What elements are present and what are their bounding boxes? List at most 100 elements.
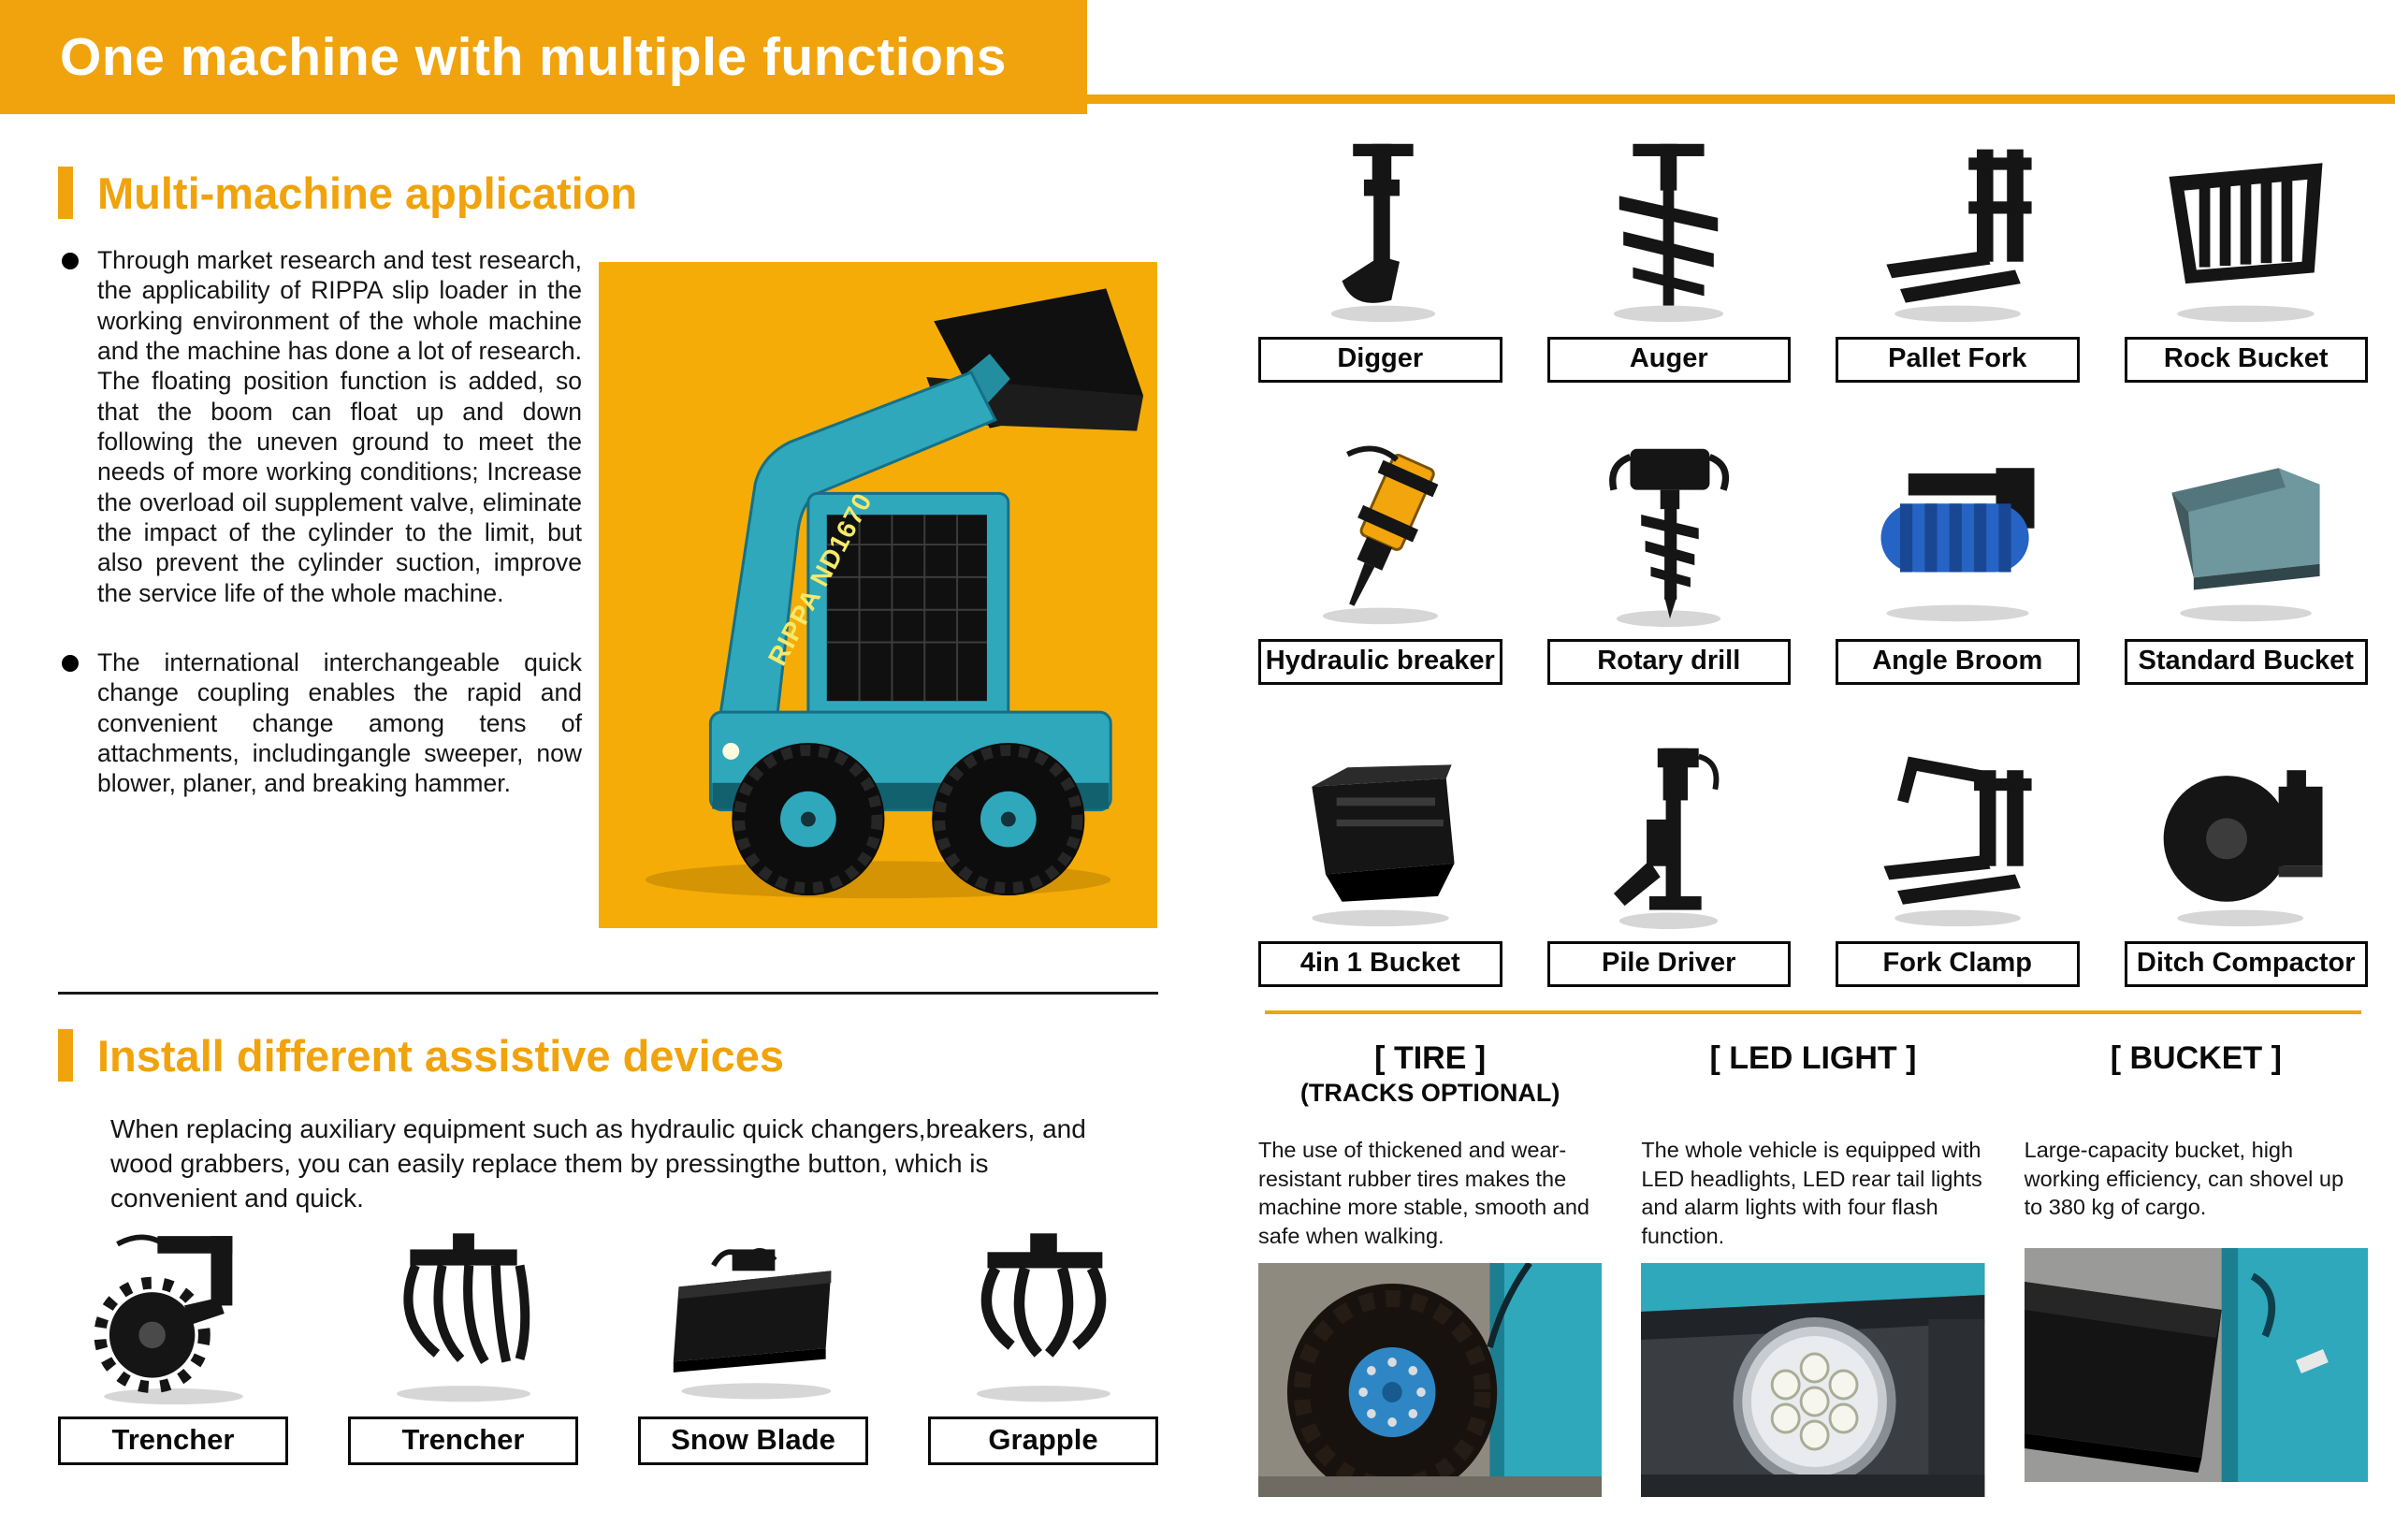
feature-title: [ TIRE ] [1374,1040,1487,1076]
attachment-image [2125,726,2369,941]
header-bar: One machine with multiple functions [0,0,1087,114]
attachment-image [638,1222,868,1417]
feature-heading: [ LED LIGHT ] [1641,1040,1984,1136]
attachment-label: Angle Broom [1836,639,2080,685]
header-accent-line [1087,94,2395,104]
attachment-card: Rock Bucket [2124,122,2369,383]
bullet-text: Through market research and test researc… [97,246,582,607]
pile-driver-icon [1614,748,1720,930]
section-title: Multi-machine application [97,167,638,218]
attachment-label: Ditch Compactor [2124,941,2368,987]
attachment-label: Standard Bucket [2124,639,2368,685]
attachment-label: Snow Blade [638,1417,868,1465]
feature-heading: [ TIRE ] (TRACKS OPTIONAL) [1258,1040,1602,1136]
feature-tire: [ TIRE ] (TRACKS OPTIONAL) The use of th… [1258,1040,1603,1498]
attachment-card: 4in 1 Bucket [1258,726,1502,987]
features-row: [ TIRE ] (TRACKS OPTIONAL) The use of th… [1258,1040,2368,1498]
section-title: Install different assistive devices [97,1030,785,1081]
section-multi-machine-heading: Multi-machine application [58,167,637,219]
ditch-compactor-icon [2163,770,2323,927]
feature-heading: [ BUCKET ] [2025,1040,2368,1136]
attachment-card: Pallet Fork [1836,122,2080,383]
auger-icon [1614,143,1724,323]
attachment-image [58,1222,288,1417]
feature-photo [1258,1263,1603,1498]
attachment-label: Trencher [58,1417,288,1465]
feature-subtitle: (TRACKS OPTIONAL) [1299,1079,1560,1107]
feature-photo [1641,1263,1985,1498]
feature-led-light: [ LED LIGHT ] The whole vehicle is equip… [1641,1040,1985,1498]
bullet-list: Through market research and test researc… [62,245,582,838]
trencher-wheel-icon [94,1234,243,1405]
attachment-image [348,1222,578,1417]
attachment-image [928,1222,1158,1417]
attachment-label: Grapple [928,1417,1158,1465]
attachment-image [1836,424,2080,639]
four-in-one-bucket-icon [1312,764,1455,927]
attachment-card: Rotary drill [1546,424,1792,685]
attachments-grid: Digger Auger [1258,122,2368,987]
attachment-label: Pallet Fork [1836,337,2080,383]
machine-photo-panel: RIPPA ND1670 [599,262,1157,928]
rotary-drill-icon [1609,448,1730,628]
attachment-image [2125,122,2369,337]
attachment-image [1547,122,1792,337]
bullet-dot-icon [62,253,79,269]
attachment-card: Hydraulic breaker [1258,424,1502,685]
attachment-image [1547,424,1792,639]
heading-accent-bar [58,1029,73,1082]
feature-bucket: [ BUCKET ] Large-capacity bucket, high w… [2024,1040,2368,1497]
feature-text: Large-capacity bucket, high working effi… [2024,1138,2344,1220]
fork-clamp-icon [1883,756,2032,927]
attachment-image [1836,726,2080,941]
attachment-card: Snow Blade [638,1222,868,1465]
attachment-card: Angle Broom [1836,424,2080,685]
heading-accent-bar [58,167,73,219]
trencher-rake-icon [396,1233,530,1402]
bullet-item: The international interchangeable quick … [62,647,582,799]
attachment-image [1258,726,1502,941]
attachment-card: Standard Bucket [2124,424,2369,685]
rock-bucket-icon [2169,163,2323,323]
bullet-dot-icon [62,654,79,672]
hydraulic-breaker-icon [1322,445,1439,625]
attachment-image [1258,122,1502,337]
attachment-card: Pile Driver [1546,726,1792,987]
feature-title: [ LED LIGHT ] [1709,1040,1917,1076]
attachment-card: Trencher [58,1222,288,1465]
attachment-label: Trencher [348,1417,578,1465]
section-assistive-heading: Install different assistive devices [58,1029,784,1082]
attachment-label: 4in 1 Bucket [1258,941,1502,987]
attachment-image [2125,424,2369,639]
feature-photo [2024,1248,2368,1482]
feature-text: The whole vehicle is equipped with LED h… [1641,1138,1982,1248]
angle-broom-icon [1880,468,2035,622]
skid-steer-loader-image: RIPPA ND1670 [645,288,1144,899]
attachment-image [1258,424,1502,639]
feature-title: [ BUCKET ] [2110,1040,2282,1076]
attachment-card: Digger [1258,122,1502,383]
attachment-card: Ditch Compactor [2124,726,2369,987]
assistive-attachments-row: Trencher Trencher [58,1222,1158,1465]
attachment-image [1547,726,1792,941]
attachment-label: Fork Clamp [1836,941,2080,987]
attachment-label: Hydraulic breaker [1258,639,1502,685]
led-light-photo [1641,1263,1985,1498]
bullet-text: The international interchangeable quick … [97,647,582,798]
attachment-image [1836,122,2080,337]
attachment-label: Digger [1258,337,1502,383]
digger-icon [1330,143,1435,323]
bucket-photo [2024,1248,2368,1482]
snow-blade-icon [673,1248,831,1400]
left-divider [58,992,1158,995]
bullet-item: Through market research and test researc… [62,245,582,608]
grapple-icon [976,1233,1110,1402]
attachment-label: Rotary drill [1546,639,1791,685]
attachment-card: Trencher [348,1222,578,1465]
right-accent-divider [1265,1010,2361,1014]
attachment-label: Rock Bucket [2124,337,2368,383]
attachment-card: Auger [1546,122,1792,383]
tire-photo [1258,1263,1603,1498]
attachment-card: Fork Clamp [1836,726,2080,987]
